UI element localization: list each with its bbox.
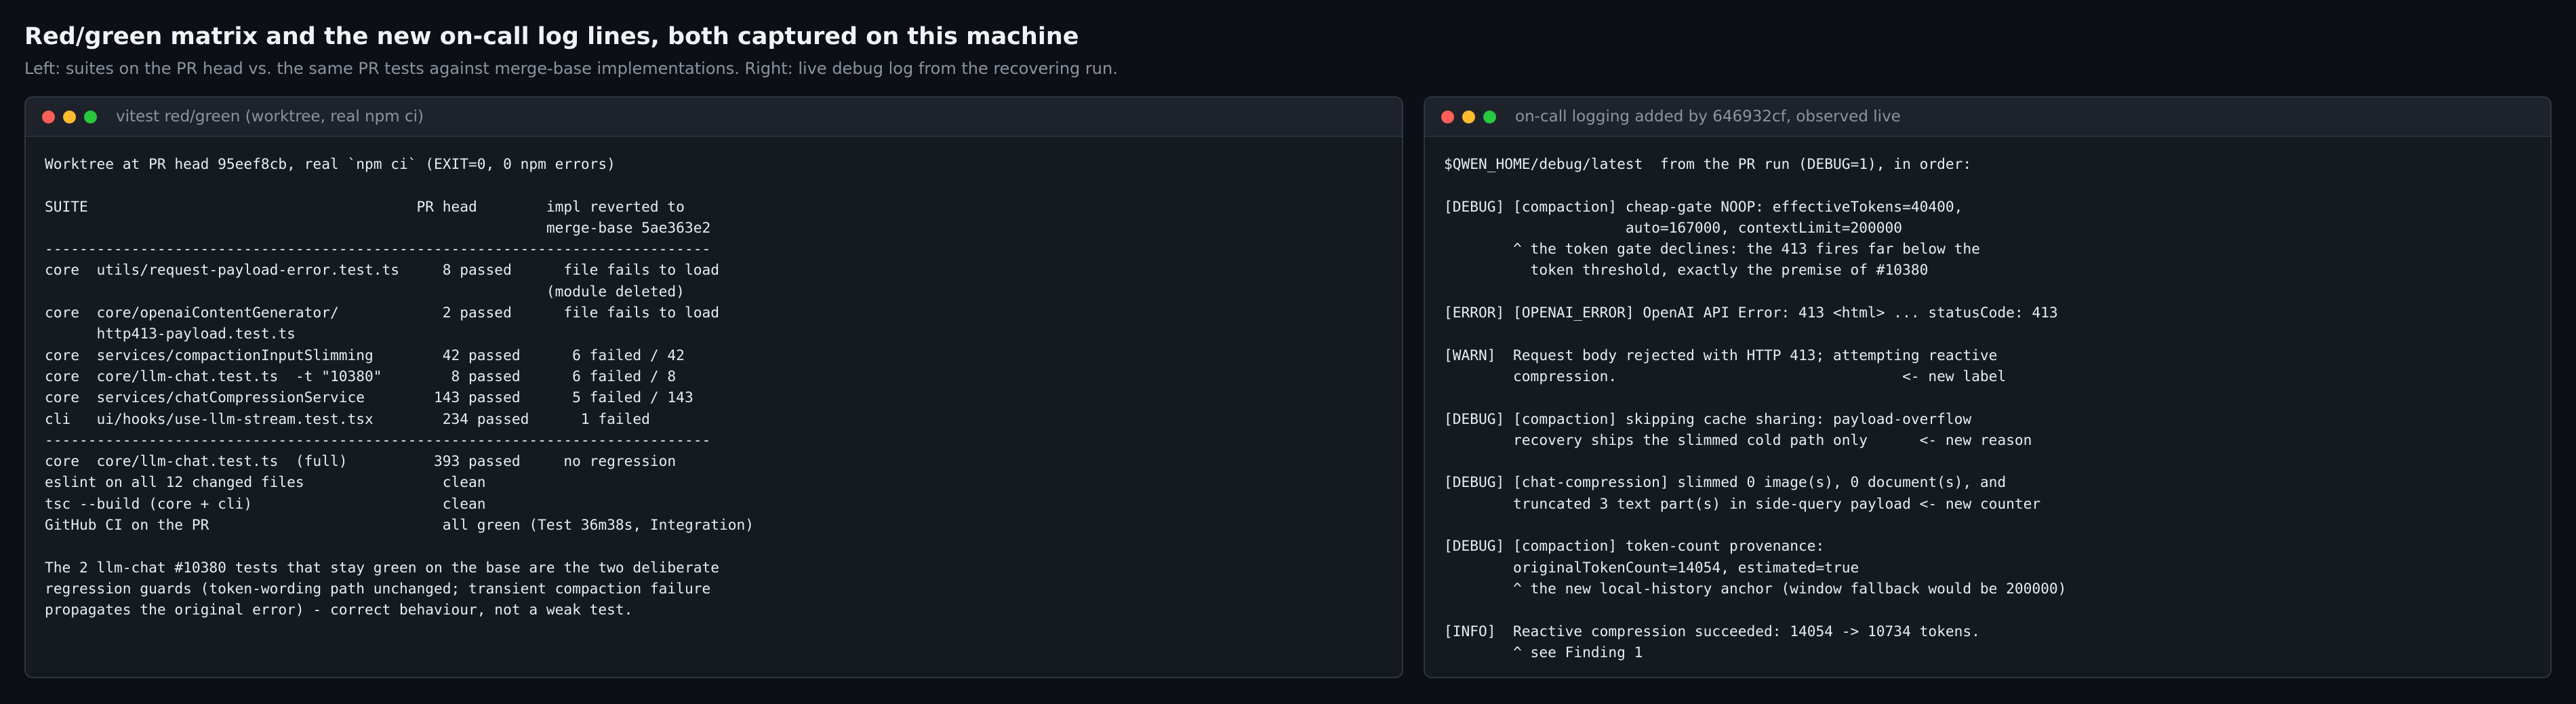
terminal-line: auto=167000, contextLimit=200000 [1444,218,1903,236]
terminal-line: The 2 llm-chat #10380 tests that stay gr… [45,558,719,576]
zoom-dot-icon[interactable] [84,110,97,123]
terminal-line: core core/llm-chat.test.ts (full) 393 pa… [45,452,677,470]
terminal-line: core core/openaiContentGenerator/ 2 pass… [45,304,719,321]
vitest-window-titlebar: vitest red/green (worktree, real npm ci) [26,98,1402,137]
oncall-window-titlebar: on-call logging added by 646932cf, obser… [1425,98,2550,137]
terminal-line: Worktree at PR head 95eef8cb, real `npm … [45,155,616,172]
terminal-line: regression guards (token-wording path un… [45,579,711,597]
terminal-line [1444,174,2531,195]
terminal-line: core utils/request-payload-error.test.ts… [45,261,719,279]
terminal-line: originalTokenCount=14054, estimated=true [1444,558,1859,576]
oncall-log-window: on-call logging added by 646932cf, obser… [1424,96,2552,678]
terminal-line: ^ the new local-history anchor (window f… [1444,579,2067,597]
oncall-window-title: on-call logging added by 646932cf, obser… [1515,108,1901,125]
terminal-line: [ERROR] [OPENAI_ERROR] OpenAI API Error:… [1444,304,2058,321]
page-subtitle: Left: suites on the PR head vs. the same… [24,59,1118,78]
terminal-line: ----------------------------------------… [45,240,711,258]
terminal-line [1444,599,2531,620]
oncall-log-output: $QWEN_HOME/debug/latest from the PR run … [1425,137,2550,663]
terminal-line: [INFO] Reactive compression succeeded: 1… [1444,622,1980,640]
terminal-line [45,535,1383,556]
terminal-line: token threshold, exactly the premise of … [1444,261,1929,279]
terminal-line: core services/chatCompressionService 143… [45,389,693,406]
zoom-dot-icon[interactable] [1483,110,1496,123]
page-title: Red/green matrix and the new on-call log… [24,23,1079,50]
terminal-line: ^ see Finding 1 [1444,643,1643,661]
terminal-line: $QWEN_HOME/debug/latest from the PR run … [1444,155,1972,172]
terminal-line: [DEBUG] [compaction] cheap-gate NOOP: ef… [1444,197,1963,215]
terminal-line: ----------------------------------------… [45,431,711,448]
terminal-line [1444,450,2531,471]
terminal-line: [DEBUG] [chat-compression] slimmed 0 ima… [1444,473,2007,491]
terminal-line: compression. <- new label [1444,367,2007,385]
terminal-line: [DEBUG] [compaction] token-count provena… [1444,537,1825,555]
terminal-line: truncated 3 text part(s) in side-query p… [1444,494,2041,512]
terminal-line: tsc --build (core + cli) clean [45,494,486,512]
terminal-line: ^ the token gate declines: the 413 fires… [1444,240,1980,258]
close-dot-icon[interactable] [42,110,55,123]
page-header: Red/green matrix and the new on-call log… [24,20,2533,80]
close-dot-icon[interactable] [1441,110,1454,123]
terminal-line: GitHub CI on the PR all green (Test 36m3… [45,516,754,534]
minimize-dot-icon[interactable] [63,110,76,123]
terminal-line: merge-base 5ae363e2 [45,218,711,236]
terminal-line: SUITE PR head impl reverted to [45,197,685,215]
terminal-line: propagates the original error) - correct… [45,601,633,619]
terminal-line: eslint on all 12 changed files clean [45,473,486,491]
terminal-line: cli ui/hooks/use-llm-stream.test.tsx 234… [45,410,650,427]
terminal-line: core core/llm-chat.test.ts -t "10380" 8 … [45,367,677,385]
terminal-line: http413-payload.test.ts [45,325,296,343]
terminal-line [1444,281,2531,302]
terminal-line: [WARN] Request body rejected with HTTP 4… [1444,346,1998,364]
terminal-line [45,174,1383,195]
minimize-dot-icon[interactable] [1462,110,1475,123]
vitest-window-title: vitest red/green (worktree, real npm ci) [116,108,424,125]
vitest-terminal-window: vitest red/green (worktree, real npm ci)… [24,96,1403,678]
terminal-line [1444,514,2531,535]
terminal-line: [DEBUG] [compaction] skipping cache shar… [1444,410,1972,427]
terminal-line [1444,387,2531,408]
vitest-terminal-output: Worktree at PR head 95eef8cb, real `npm … [26,137,1402,621]
terminal-line: core services/compactionInputSlimming 42… [45,346,685,364]
terminal-line: (module deleted) [45,282,685,300]
terminal-line [1444,323,2531,344]
terminal-line: recovery ships the slimmed cold path onl… [1444,431,2032,448]
